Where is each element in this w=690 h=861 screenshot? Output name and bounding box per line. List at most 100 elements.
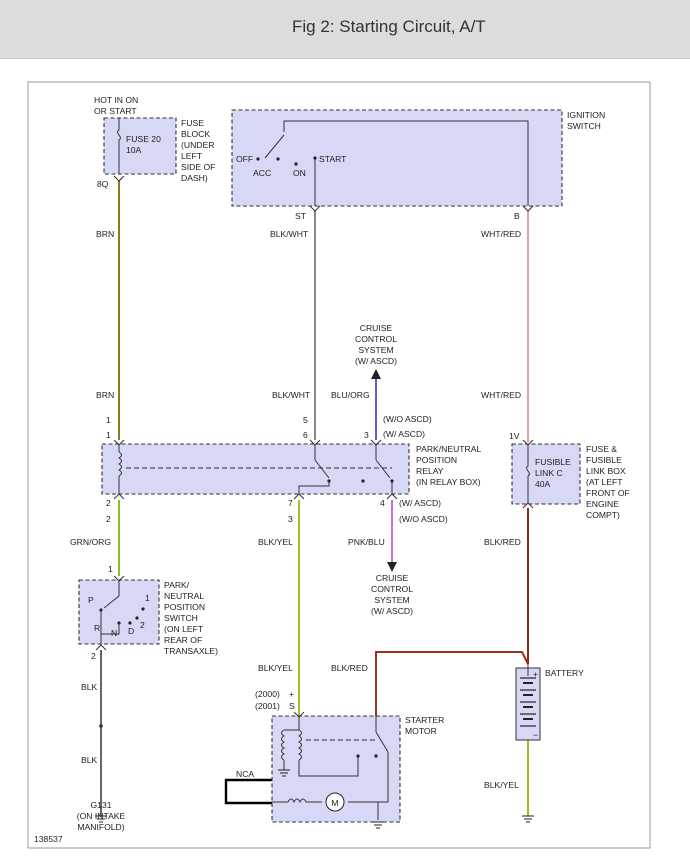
relay-pin-label-2b: 2 <box>106 514 111 524</box>
fusible-link-label-2: FUSIBLE <box>586 455 622 465</box>
relay-pin-label-4: 4 <box>380 498 385 508</box>
relay-pin-label-1a: 1 <box>106 415 111 425</box>
fuse-block-box <box>103 117 177 175</box>
cruise-top-label-4: (W/ ASCD) <box>355 356 397 366</box>
battery-cells <box>520 677 536 727</box>
battery-minus: − <box>533 730 538 740</box>
relay-coil <box>118 451 122 477</box>
fusible-link-inner-3: 40A <box>535 479 551 489</box>
starter-pin-s: S <box>289 701 295 711</box>
relay-pin-label-6: 6 <box>303 430 308 440</box>
cruise-top-label-3: SYSTEM <box>358 345 393 355</box>
pn-gear-r: R <box>94 623 100 633</box>
relay-pin-label-3b: 3 <box>288 514 293 524</box>
battery-label: BATTERY <box>545 668 584 678</box>
fusible-link-label-6: ENGINE <box>586 499 619 509</box>
starter-coil-ground-icon <box>278 769 290 777</box>
wire-label-blk-yel-upper: BLK/YEL <box>258 537 293 547</box>
starter-contact-point-b <box>356 754 360 758</box>
wire-label-wht-red-bottom: WHT/RED <box>481 390 521 400</box>
pn-contact-2 <box>135 616 139 620</box>
pn-gear-p: P <box>88 595 94 605</box>
relay-label-4: (IN RELAY BOX) <box>416 477 481 487</box>
ign-acc-label: ACC <box>253 168 271 178</box>
pn-label-7: TRANSAXLE) <box>164 646 218 656</box>
ign-start-contact <box>313 156 317 160</box>
fuse-hot-label-1: HOT IN ON <box>94 95 138 105</box>
relay-box <box>101 443 410 495</box>
ign-switch-arm <box>264 134 285 159</box>
ign-pin-b: B <box>514 211 520 221</box>
ignition-switch-box <box>231 109 563 207</box>
fuse-pin: 8Q <box>97 179 109 189</box>
pn-switch-arm <box>103 595 120 609</box>
ign-b-connector <box>522 205 534 212</box>
relay-pin-label-7: 7 <box>288 498 293 508</box>
starter-label-1: STARTER <box>405 715 444 725</box>
fusible-link-box <box>511 443 581 505</box>
nca-loop <box>224 778 272 805</box>
fusible-link-label-3: LINK BOX <box>586 466 626 476</box>
relay-label-2: POSITION <box>416 455 457 465</box>
fusible-link-pin: 1V <box>509 431 520 441</box>
relay-pin-label-2a: 2 <box>106 498 111 508</box>
pn-gear-2: 2 <box>140 620 145 630</box>
pn-label-1: PARK/ <box>164 580 190 590</box>
battery-box <box>515 667 541 741</box>
pn-contact-d <box>128 621 132 625</box>
starter-pin-plus: + <box>289 689 294 699</box>
wire-label-blk-upper: BLK <box>81 682 98 692</box>
page-header: Fig 2: Starting Circuit, A/T <box>0 0 690 59</box>
relay-label-3: RELAY <box>416 466 444 476</box>
starter-year-2001: (2001) <box>255 701 280 711</box>
cruise-bottom-label-4: (W/ ASCD) <box>371 606 413 616</box>
ign-label-1: IGNITION <box>567 110 605 120</box>
pn-gear-1: 1 <box>145 593 150 603</box>
cruise-bottom-label-1: CRUISE <box>376 573 409 583</box>
pn-pin-bottom: 2 <box>91 651 96 661</box>
starter-contact-point-a <box>374 754 378 758</box>
wire-label-brn-bottom: BRN <box>96 390 114 400</box>
ign-off-label: OFF <box>236 154 253 164</box>
fuse-block-label-4: LEFT <box>181 151 203 161</box>
wire-label-blk-yel-lower: BLK/YEL <box>258 663 293 673</box>
cruise-top-label-2: CONTROL <box>355 334 397 344</box>
page-title: Fig 2: Starting Circuit, A/T <box>292 17 486 36</box>
wire-label-grn-org: GRN/ORG <box>70 537 111 547</box>
pn-label-5: (ON LEFT <box>164 624 204 634</box>
fuse-label-1: FUSE 20 <box>126 134 161 144</box>
cruise-bottom-arrow <box>387 562 397 572</box>
relay-note-wo-ascd-bottom: (W/O ASCD) <box>399 514 448 524</box>
relay-note-w-ascd-top: (W/ ASCD) <box>383 429 425 439</box>
wire-label-blk-red-starter: BLK/RED <box>331 663 368 673</box>
fusible-link-inner-1: FUSIBLE <box>535 457 571 467</box>
fusible-link-symbol <box>526 445 530 503</box>
fuse-block-label-6: DASH) <box>181 173 208 183</box>
fuse-block-label-5: SIDE OF <box>181 162 215 172</box>
fusible-link-inner-2: LINK C <box>535 468 563 478</box>
pn-label-4: SWITCH <box>164 613 198 623</box>
wire-label-brn-top: BRN <box>96 229 114 239</box>
battery-ground-icon <box>522 815 534 823</box>
ign-off-contact <box>256 157 260 161</box>
ign-start-label: START <box>319 154 347 164</box>
pn-contact-1 <box>141 607 145 611</box>
pn-switch-common <box>100 610 120 635</box>
fusible-link-label-1: FUSE & <box>586 444 617 454</box>
wire-label-pnk-blu: PNK/BLU <box>348 537 385 547</box>
ign-st-connector <box>309 205 321 212</box>
fusible-link-label-7: COMPT) <box>586 510 620 520</box>
relay-contact-right-arm <box>375 459 391 479</box>
relay-pin-label-5: 5 <box>303 415 308 425</box>
pn-gear-n: N <box>111 628 117 638</box>
ign-b-lead <box>283 120 529 206</box>
relay-note-w-ascd-bottom: (W/ ASCD) <box>399 498 441 508</box>
pn-gear-d: D <box>128 626 134 636</box>
starter-label-2: MOTOR <box>405 726 437 736</box>
relay-out-left <box>298 481 330 494</box>
starter-year-2000: (2000) <box>255 689 280 699</box>
fuse-block-label-2: BLOCK <box>181 129 210 139</box>
fuse-block-label-1: FUSE <box>181 118 204 128</box>
starter-contact-arm <box>375 731 389 753</box>
